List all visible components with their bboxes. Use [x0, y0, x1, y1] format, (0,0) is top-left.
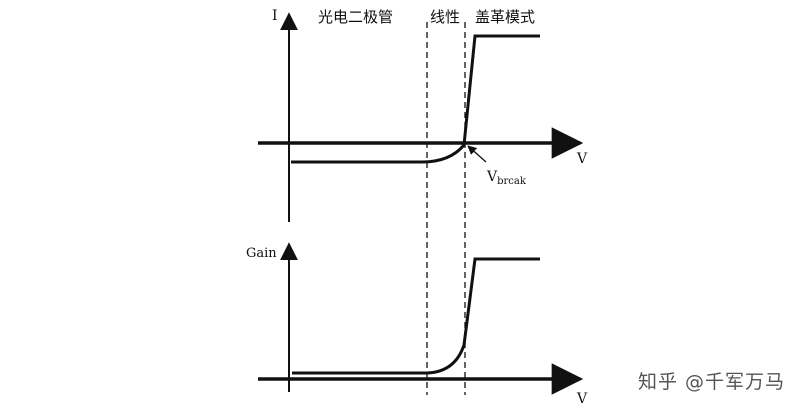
region-label-photodiode: 光电二极管 — [318, 8, 393, 26]
voltage-axis-top-label: V — [576, 151, 588, 167]
gain-curve — [292, 257, 540, 375]
watermark: 知乎 @千军万马 — [637, 371, 785, 393]
breakdown-voltage-subscript: brcak — [497, 176, 527, 187]
voltage-axis-bottom-label: V — [576, 391, 588, 407]
region-label-linear: 线性 — [430, 8, 460, 26]
gain-axis-label: Gain — [246, 246, 277, 261]
iv-curve-knee — [421, 145, 465, 163]
region-label-geiger: 盖革模式 — [475, 8, 535, 26]
breakdown-pointer-arrow — [467, 145, 487, 163]
breakdown-voltage-label: Vbrcak — [486, 169, 527, 187]
current-axis-label: I — [272, 8, 278, 24]
gain-curve-knee — [426, 347, 464, 374]
